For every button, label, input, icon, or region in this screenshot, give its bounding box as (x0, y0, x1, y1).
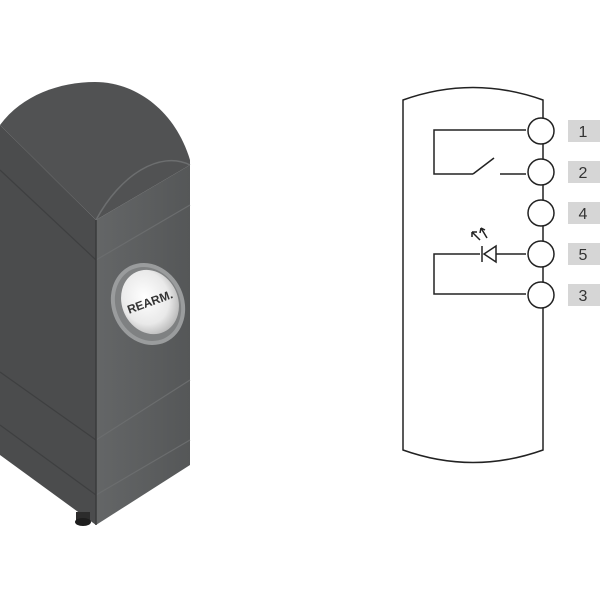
led-circuit (433, 227, 526, 295)
pin-number: 5 (579, 247, 588, 264)
pin-number: 1 (579, 124, 588, 141)
pin-labels: 1 2 4 5 3 (568, 120, 600, 306)
diagram-housing-outline (402, 86, 544, 464)
pin-tab: 2 (568, 161, 600, 183)
rearm-button: REARM. (110, 263, 186, 345)
terminal-circle-1 (527, 117, 555, 145)
pin-number: 2 (579, 165, 588, 182)
device-front-face (96, 165, 190, 525)
terminal-circle-5 (527, 240, 555, 268)
cable-connector (75, 512, 91, 526)
pin-tab: 3 (568, 284, 600, 306)
switch-contact (433, 129, 526, 175)
terminal-circle-3 (527, 281, 555, 309)
wiring-diagram (402, 86, 555, 464)
device-side-face (0, 125, 96, 525)
pin-tab: 4 (568, 202, 600, 224)
terminal-circle-2 (527, 158, 555, 186)
device-top-cap (0, 82, 190, 220)
safety-switch-device: REARM. (0, 82, 191, 526)
terminal-circle-4 (527, 199, 555, 227)
led-icon (482, 244, 497, 264)
pin-number: 3 (579, 288, 588, 305)
pin-tab: 1 (568, 120, 600, 142)
pin-number: 4 (579, 206, 588, 223)
pin-tab: 5 (568, 243, 600, 265)
